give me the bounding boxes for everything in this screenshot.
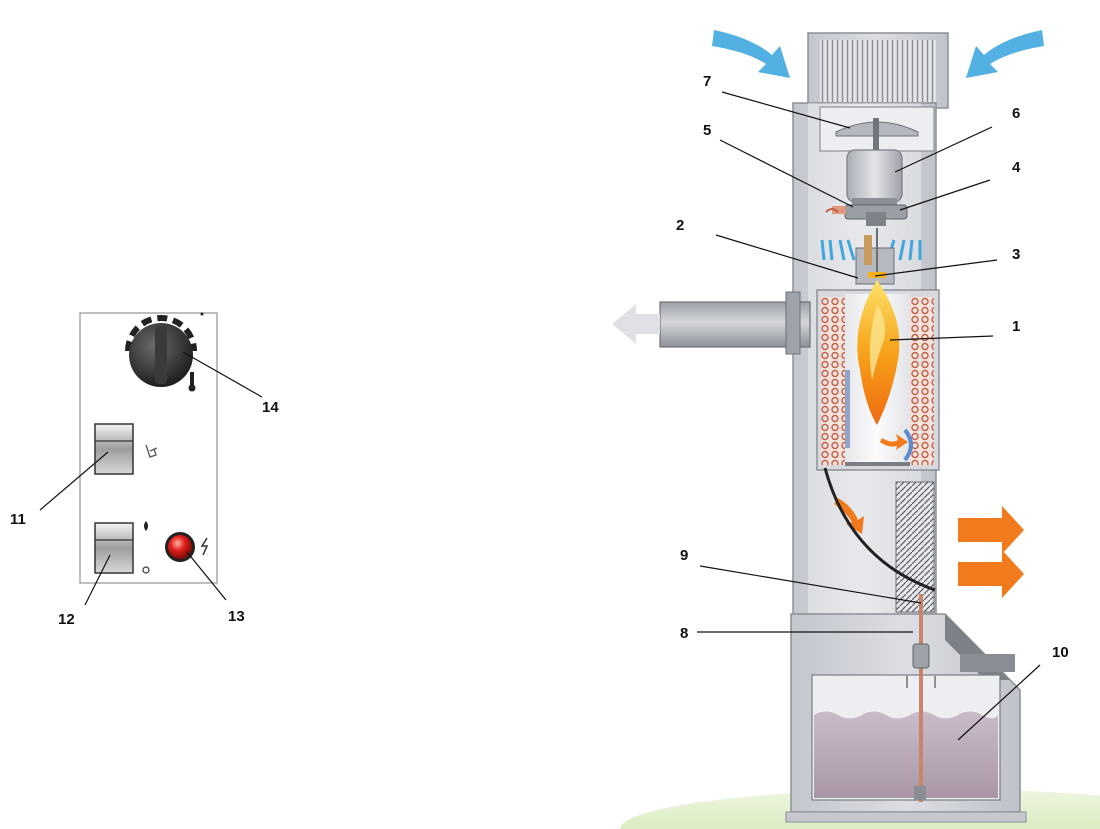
heat-exchanger: [823, 467, 936, 613]
air-intake-grille: [807, 32, 949, 109]
fuel-line: [906, 594, 936, 802]
callout-3: 3: [1012, 246, 1020, 263]
callout-9: 9: [680, 547, 688, 564]
reset-indicator-lamp[interactable]: [165, 532, 195, 562]
callout-4: 4: [1012, 159, 1021, 176]
panel-leader-lines: [39, 351, 263, 606]
callout-1: 1: [1012, 318, 1020, 335]
fuel-tank: [811, 674, 1001, 801]
callout-2: 2: [676, 217, 684, 234]
burner-flame: [857, 280, 900, 425]
fuel-pump: [825, 204, 908, 226]
callout-10: 10: [1052, 644, 1069, 661]
thermostat-knob[interactable]: [119, 309, 203, 393]
callout-11: 11: [10, 511, 26, 528]
switch-11[interactable]: [94, 423, 134, 475]
fan-icon: [145, 444, 158, 458]
callout-13: 13: [228, 608, 245, 625]
air-intake-arrows: [712, 30, 1044, 78]
callout-6: 6: [1012, 105, 1020, 122]
callout-5: 5: [703, 122, 711, 139]
callout-7: 7: [703, 73, 711, 90]
exhaust-flue: [612, 291, 811, 355]
switch-12[interactable]: [94, 522, 134, 574]
control-panel: [79, 309, 218, 584]
fan-motor: [846, 149, 903, 206]
fan-assembly: [819, 106, 935, 152]
flame-icon: [144, 521, 148, 531]
callout-14: 14: [262, 399, 279, 416]
off-icon: [142, 566, 150, 574]
callout-12: 12: [58, 611, 75, 628]
heater-leader-lines: [697, 91, 1041, 741]
burner-head: [855, 228, 895, 285]
hot-gas-arrows: [834, 434, 908, 534]
lightning-icon: [200, 537, 209, 556]
callout-8: 8: [680, 625, 688, 642]
warm-air-arrows: [958, 506, 1024, 598]
thermometer-icon: [188, 372, 196, 392]
